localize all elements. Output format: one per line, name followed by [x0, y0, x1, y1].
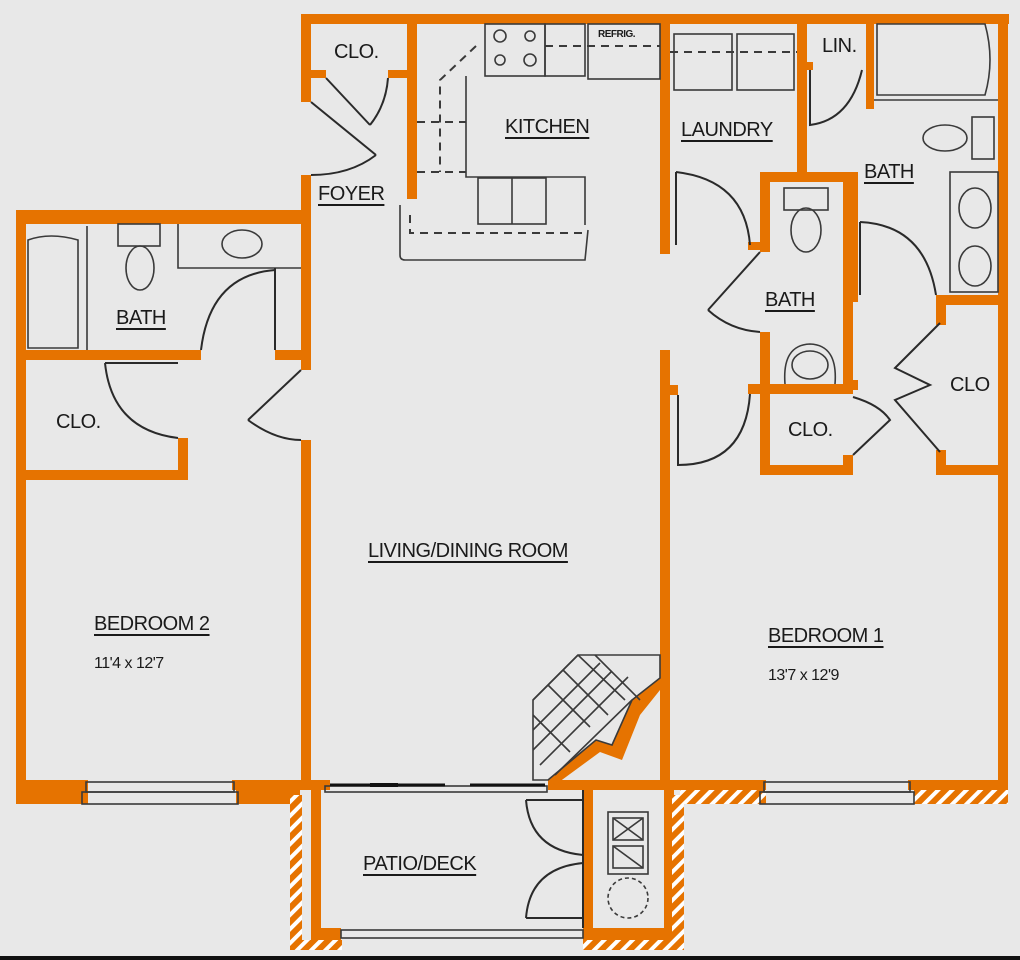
bottom-border	[0, 956, 1020, 960]
room-label-bedroom2-closet: CLO.	[56, 411, 101, 433]
appliance-label-refrigerator: REFRIG.	[598, 29, 636, 40]
room-dimensions-bedroom-2: 11'4 x 12'7	[94, 655, 164, 672]
room-dimensions-bedroom-1: 13'7 x 12'9	[768, 667, 839, 684]
room-label-bedroom1-closet: CLO	[950, 374, 990, 396]
room-label-patio-deck: PATIO/DECK	[363, 853, 477, 875]
room-label-foyer: FOYER	[318, 183, 385, 205]
room-label-hall-closet: CLO.	[788, 419, 833, 441]
room-label-laundry: LAUNDRY	[681, 119, 773, 141]
room-label-kitchen: KITCHEN	[505, 116, 590, 138]
room-label-bath-2: BATH	[116, 307, 166, 329]
fixtures	[27, 23, 999, 939]
room-label-bedroom-2: BEDROOM 2	[94, 613, 210, 635]
interior-walls	[16, 14, 1008, 790]
room-label-living-dining: LIVING/DINING ROOM	[368, 540, 568, 562]
room-label-master-bath: BATH	[864, 161, 914, 183]
exterior-walls	[16, 14, 1009, 950]
room-label-linen: LIN.	[822, 35, 857, 57]
room-label-hall-bath: BATH	[765, 289, 815, 311]
room-label-foyer-closet: CLO.	[334, 41, 379, 63]
room-label-bedroom-1: BEDROOM 1	[768, 625, 884, 647]
